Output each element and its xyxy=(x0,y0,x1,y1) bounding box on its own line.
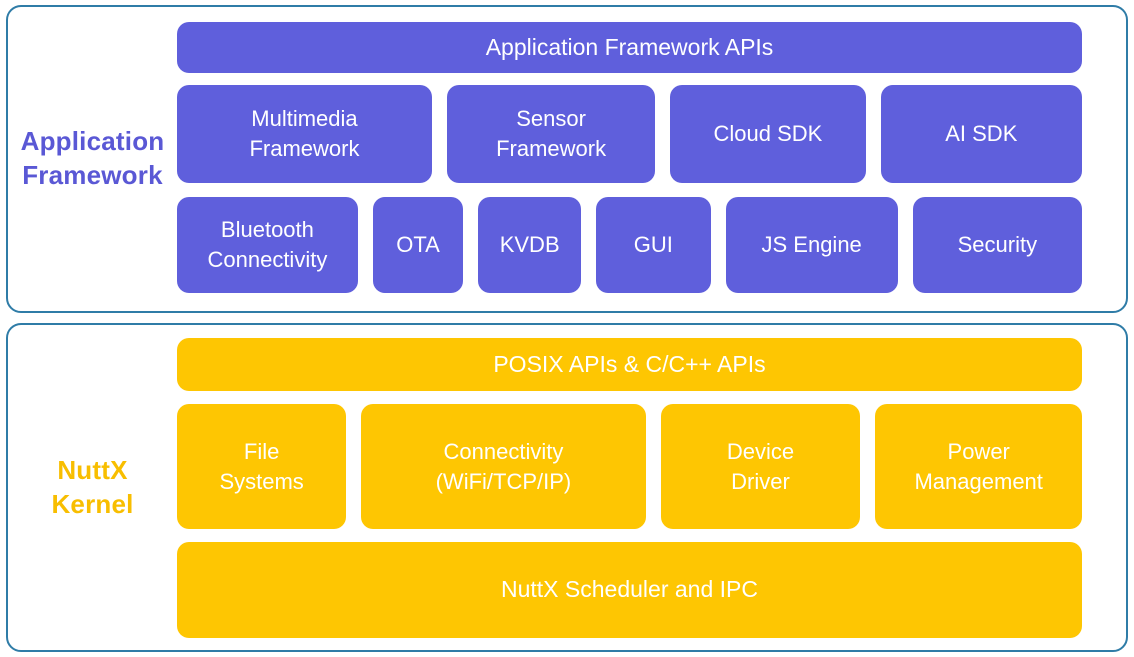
application-framework-label: Application Framework xyxy=(20,126,165,190)
block-multimedia-framework: Multimedia Framework xyxy=(177,85,432,183)
block-gui: GUI xyxy=(596,197,711,293)
block-cloud-sdk: Cloud SDK xyxy=(670,85,866,183)
block-bluetooth-connectivity: Bluetooth Connectivity xyxy=(177,197,358,293)
block-device-driver: Device Driver xyxy=(660,404,861,529)
block-security: Security xyxy=(912,197,1082,293)
block-nuttx-scheduler-ipc: NuttX Scheduler and IPC xyxy=(177,542,1082,638)
app-apis-row: Application Framework APIs xyxy=(177,22,1082,73)
block-js-engine: JS Engine xyxy=(725,197,898,293)
block-power-management: Power Management xyxy=(875,404,1083,529)
app-services-row: Bluetooth Connectivity OTA KVDB GUI JS E… xyxy=(177,197,1082,293)
nuttx-kernel-content: POSIX APIs & C/C++ APIs File Systems Con… xyxy=(177,325,1126,650)
block-posix-apis: POSIX APIs & C/C++ APIs xyxy=(177,338,1082,391)
kernel-services-row: File Systems Connectivity (WiFi/TCP/IP) … xyxy=(177,404,1083,529)
nuttx-kernel-panel: NuttX Kernel POSIX APIs & C/C++ APIs Fil… xyxy=(6,323,1128,652)
app-frameworks-row: Multimedia Framework Sensor Framework Cl… xyxy=(177,85,1082,183)
application-framework-content: Application Framework APIs Multimedia Fr… xyxy=(177,7,1126,311)
block-kvdb: KVDB xyxy=(478,197,582,293)
block-ai-sdk: AI SDK xyxy=(880,85,1082,183)
block-sensor-framework: Sensor Framework xyxy=(446,85,656,183)
kernel-scheduler-row: NuttX Scheduler and IPC xyxy=(177,542,1082,638)
block-ota: OTA xyxy=(372,197,464,293)
nuttx-kernel-label: NuttX Kernel xyxy=(51,454,134,519)
kernel-apis-row: POSIX APIs & C/C++ APIs xyxy=(177,338,1082,391)
block-file-systems: File Systems xyxy=(177,404,347,529)
application-framework-panel: Application Framework Application Framew… xyxy=(6,5,1128,313)
block-connectivity: Connectivity (WiFi/TCP/IP) xyxy=(361,404,646,529)
block-application-framework-apis: Application Framework APIs xyxy=(177,22,1082,73)
